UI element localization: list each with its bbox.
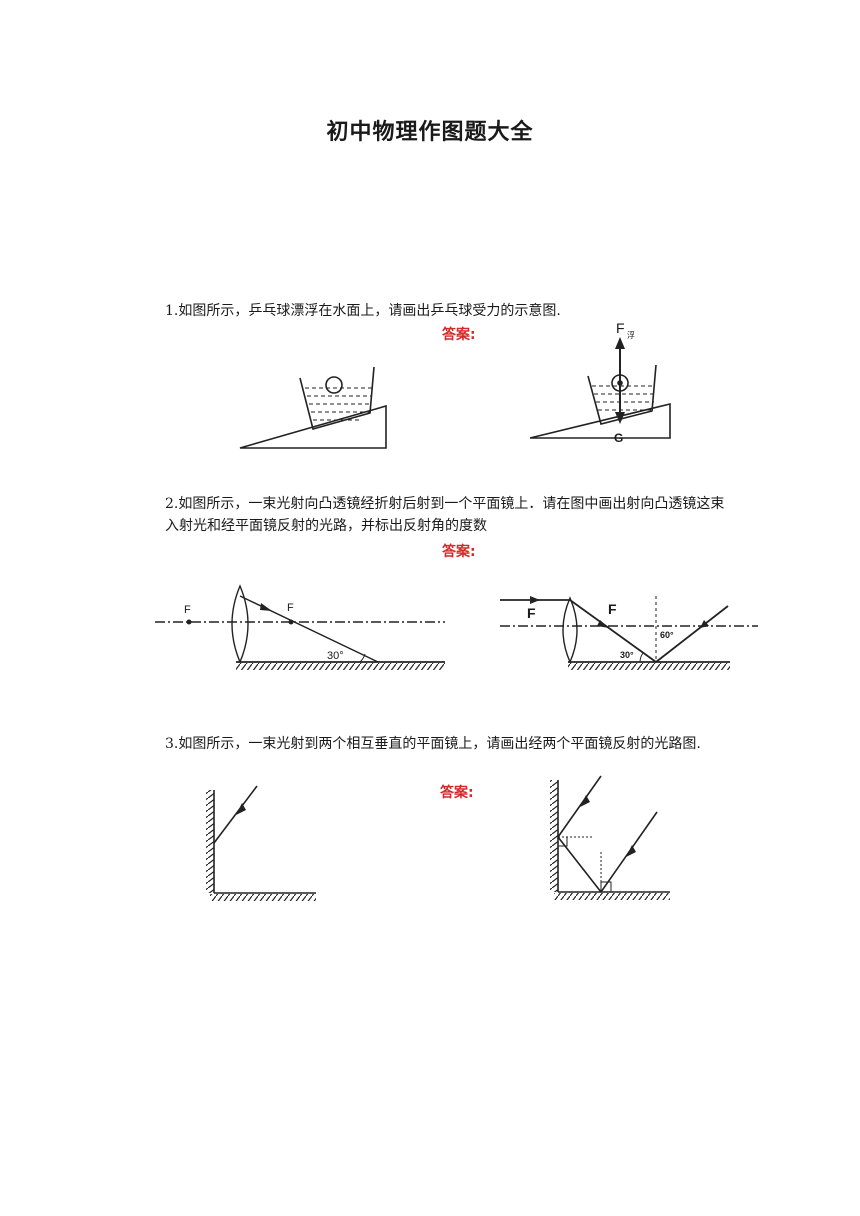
q2a-refracted-ray [569,599,657,663]
buoyancy-arrowhead [615,337,625,349]
q1a-water [592,385,655,411]
page-title: 初中物理作图题大全 [326,120,534,145]
q3a-right-angle-2 [600,881,612,893]
q2a-mirror-hatch [568,663,730,670]
q2-focus-right-label: F [287,602,294,614]
q2-angle-arc [359,653,366,663]
q2a-lens [562,596,578,664]
q2a-focus-right-label: F [608,601,617,617]
q1-figure [239,366,387,449]
question-2-line-1: 2.如图所示，一束光射向凸透镜经折射后射到一个平面镜上．请在图中画出射向凸透镜这… [165,496,725,512]
q1-answer-figure [529,337,671,439]
gravity-label: G [614,431,623,445]
answer-label-1: 答案: [442,327,476,343]
q2a-angle-30-label: 30° [620,650,634,660]
question-3-text: 3.如图所示，一束光射到两个相互垂直的平面镜上，请画出经两个平面镜反射的光路图. [165,736,701,752]
q3-incident-ray [213,785,258,844]
q2-ray-arrow [260,603,272,611]
q3-horizontal-hatch [210,894,316,901]
question-2-line-2: 入射光和经平面镜反射的光路，并标出反射角的度数 [165,518,487,534]
q2a-angle-60-label: 60° [660,630,674,640]
q2-answer-figure [500,596,758,670]
q1-beaker [299,366,375,430]
q3a-horizontal-hatch [554,893,670,900]
q3-ray-arrow [236,803,246,815]
q2a-focus-left-label: F [527,605,536,621]
q1a-beaker [587,364,657,425]
q2-focus-right-dot [288,619,294,625]
q2-focus-left-dot [186,619,192,625]
q2a-incident-arrow [530,596,540,604]
q3a-middle-ray [557,836,602,893]
q2-lens [231,584,249,664]
q2-mirror-hatch [236,663,445,670]
q2a-reflected-arrow [700,620,709,628]
q3a-vertical-hatch [550,780,558,892]
answer-label-2: 答案: [442,544,476,560]
q3a-incident-ray [557,775,602,838]
q2a-refracted-arrow [597,620,609,628]
q2a-reflected-ray [655,605,729,663]
q1-water [305,387,373,421]
answer-label-3: 答案: [440,785,474,801]
q3a-right-angle-1 [558,837,568,847]
q3a-incident-arrow [580,795,590,807]
q3a-reflected-arrow [626,845,636,857]
buoyancy-subscript: 浮 [627,330,635,340]
q2-figure [155,584,445,670]
q1-ball [325,376,343,394]
q2-angle-label: 30° [327,650,344,662]
q2-focus-left-label: F [184,604,191,616]
q2a-angle-arc [639,652,644,663]
q3-answer-figure [550,775,670,900]
gravity-arrowhead [615,412,625,424]
question-1-text: 1.如图所示，乒乓球漂浮在水面上，请画出乒乓球受力的示意图. [165,303,561,319]
buoyancy-label: F [616,320,625,336]
q3-figure [206,785,316,901]
q3-vertical-hatch [206,790,214,893]
question-2-text: 2.如图所示，一束光射向凸透镜经折射后射到一个平面镜上．请在图中画出射向凸透镜这… [165,493,815,537]
